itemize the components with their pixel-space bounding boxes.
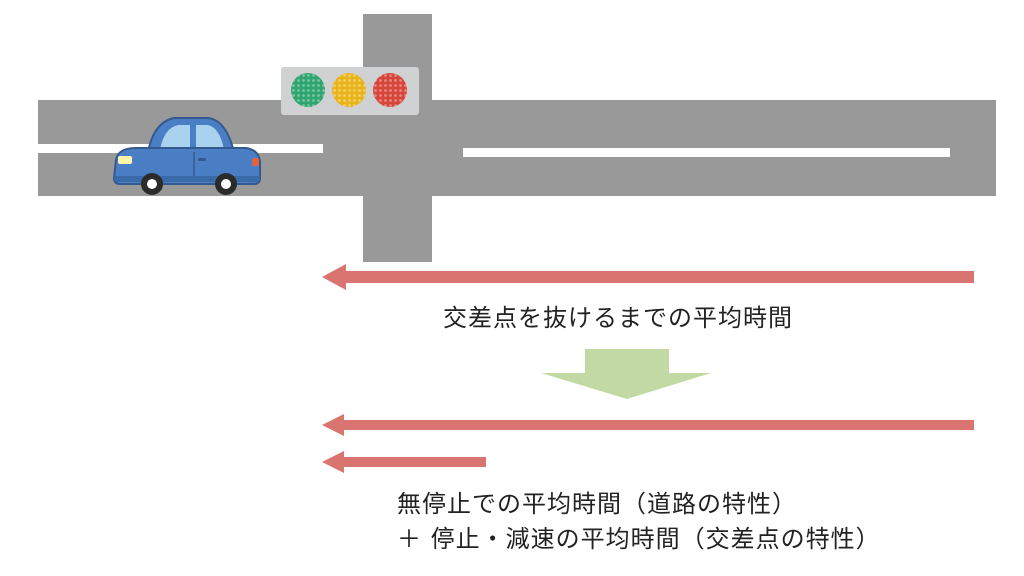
formula-line-1: 無停止での平均時間（道路の特性）: [397, 490, 797, 518]
down-arrow: [541, 349, 711, 399]
crossing-time-arrow: [322, 264, 974, 290]
lane-marking-right: [463, 148, 950, 157]
stop-delay-time-arrow: [322, 451, 486, 473]
no-stop-time-arrow: [322, 414, 974, 436]
yellow-light-icon: [332, 73, 366, 107]
vertical-road: [363, 14, 432, 262]
formula-line-2: ＋ 停止・減速の平均時間（交差点の特性）: [397, 525, 881, 553]
red-light-icon: [373, 73, 407, 107]
car-icon: [112, 117, 261, 195]
crossing-time-label: 交差点を抜けるまでの平均時間: [443, 304, 793, 332]
green-light-icon: [291, 73, 325, 107]
